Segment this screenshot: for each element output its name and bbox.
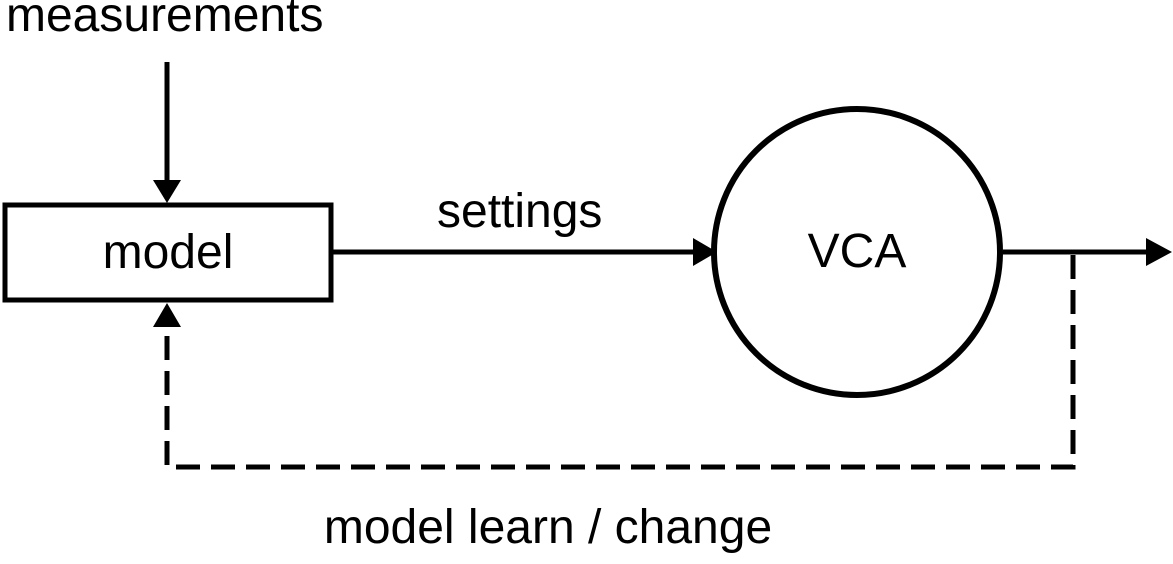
measurements-arrowhead-down-icon [153, 180, 181, 203]
measurements-input-arrow [153, 62, 181, 203]
feedback-label: model learn / change [323, 501, 773, 554]
vca-node-label: VCA [807, 225, 907, 278]
measurements-label: measurements [6, 0, 324, 42]
model-box [2, 202, 334, 303]
settings-arrowhead-right-icon [693, 238, 717, 266]
settings-arrow [333, 238, 717, 266]
model-node-label: model [102, 225, 234, 279]
feedback-dashed-path [164, 255, 1076, 470]
output-arrowhead-right-icon [1146, 238, 1172, 266]
feedback-arrowhead-up-icon [153, 303, 181, 327]
vca-circle [711, 106, 1003, 398]
output-arrow [1003, 238, 1172, 266]
settings-label: settings [437, 185, 603, 238]
feedback-dashed-arrow [153, 255, 1076, 470]
